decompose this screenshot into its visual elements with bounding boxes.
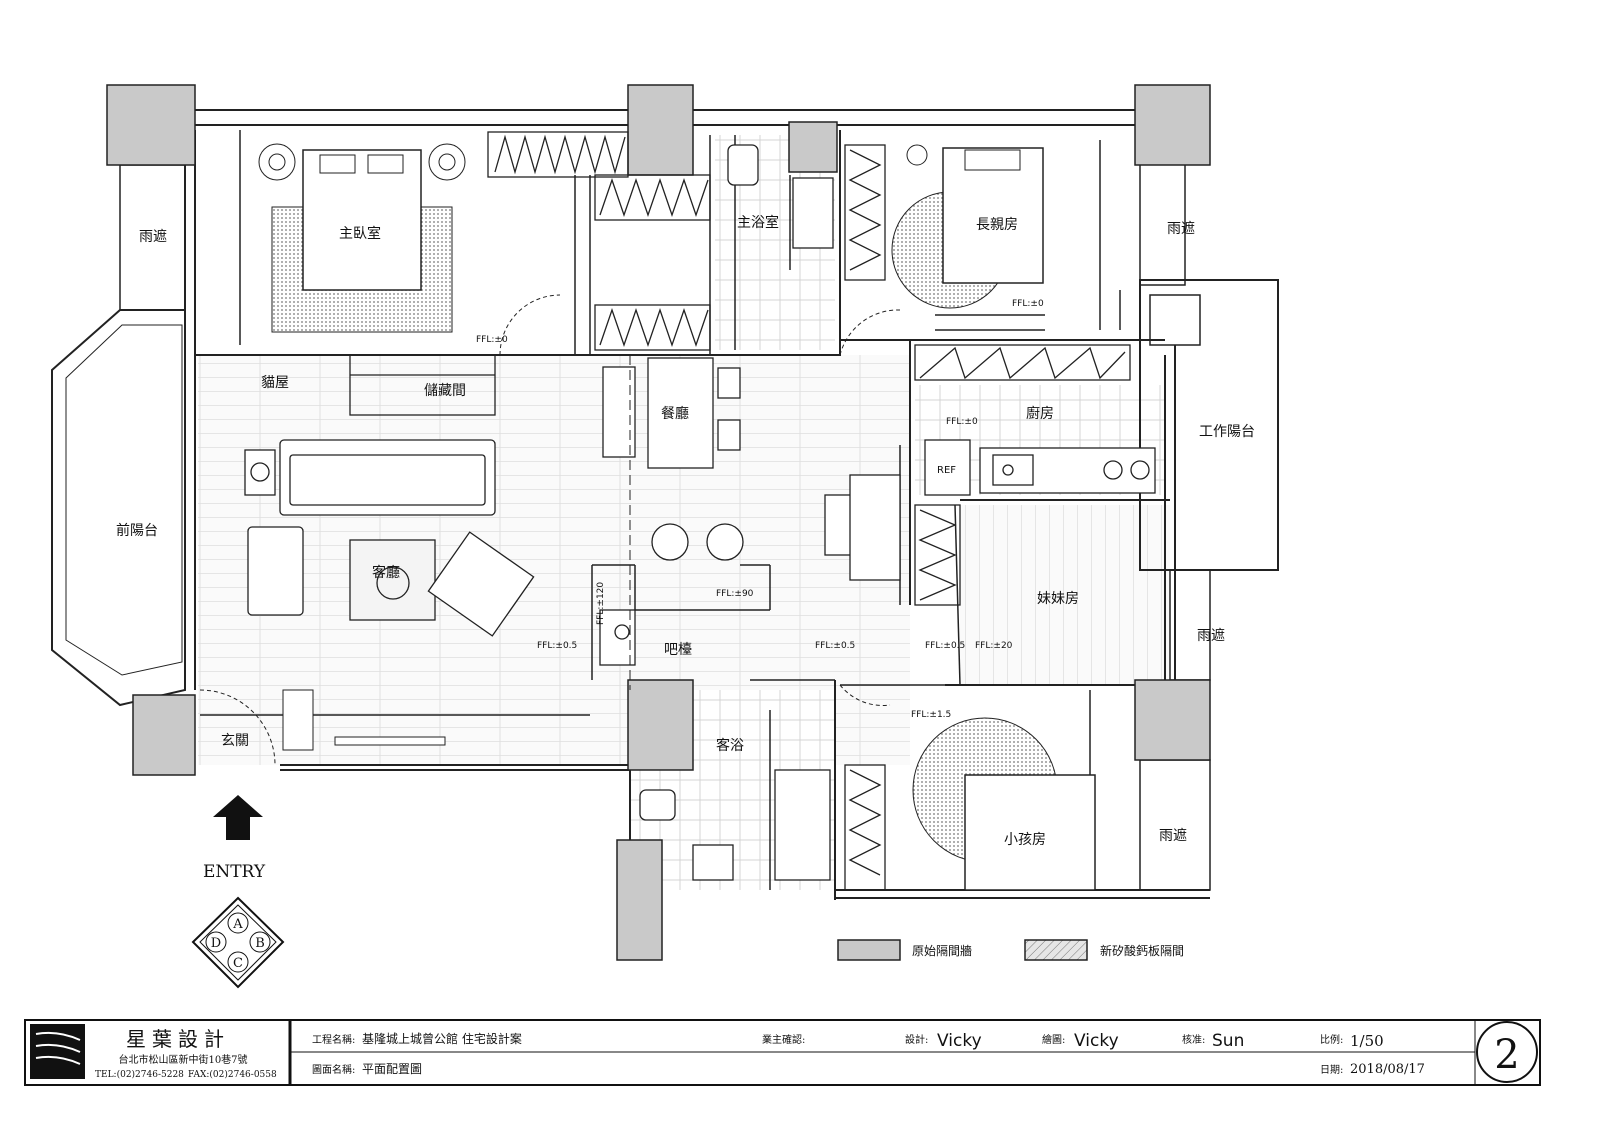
label-child-room: 小孩房 <box>1004 832 1046 848</box>
ffl-child: FFL:±1.5 <box>911 710 951 720</box>
legend-original-wall-swatch <box>837 939 901 961</box>
compass-icon <box>191 896 285 989</box>
rain-shelter-bottom-right <box>1139 759 1211 891</box>
sheet-number: 2 <box>1494 1032 1519 1078</box>
label-sister-room: 妹妹房 <box>1037 591 1079 607</box>
ffl-elder: FFL:±0 <box>1012 299 1044 309</box>
label-storage: 儲藏間 <box>424 383 466 399</box>
label-rain-shelter-2: 雨遮 <box>1167 221 1195 237</box>
company-fax: FAX:(02)2746-0558 <box>188 1069 277 1080</box>
label-master-bedroom: 主臥室 <box>339 225 381 242</box>
label-master-bath: 主浴室 <box>737 214 779 231</box>
ffl-bar-side: FFL:±120 <box>596 582 606 625</box>
label-living: 客廳 <box>372 564 400 581</box>
compass-c: C <box>233 956 243 971</box>
ffl-sister-door: FFL:±0.5 <box>925 641 965 651</box>
label-dining: 餐廳 <box>661 405 689 422</box>
structural-columns <box>106 84 1211 961</box>
label-rain-shelter-3: 雨遮 <box>1197 628 1225 644</box>
ffl-bar-top: FFL:±90 <box>716 589 754 599</box>
drafter-name: Vicky <box>1074 1031 1119 1051</box>
compass-b: B <box>255 936 265 951</box>
entry-label: ENTRY <box>203 862 266 882</box>
date-label: 日期: <box>1320 1064 1343 1076</box>
ffl-sister: FFL:±20 <box>975 641 1013 651</box>
front-balcony-inner <box>65 324 183 676</box>
ffl-living: FFL:±0.5 <box>537 641 577 651</box>
owner-label: 業主確認: <box>762 1033 805 1046</box>
sister-room-floor <box>960 505 1170 685</box>
legend-original-wall: 原始隔間牆 <box>912 943 972 958</box>
label-bar: 吧檯 <box>664 642 692 658</box>
project-label: 工程名稱: <box>312 1033 355 1046</box>
drafter-label: 繪圖: <box>1042 1033 1065 1046</box>
company-tel: TEL:(02)2746-5228 <box>95 1069 184 1080</box>
company-address: 台北市松山區新中街10巷7號 <box>118 1053 247 1066</box>
company-name: 星葉設計 <box>126 1027 230 1051</box>
label-work-balcony: 工作陽台 <box>1199 424 1255 440</box>
label-guest-bath: 客浴 <box>716 737 744 754</box>
label-elder-room: 長親房 <box>976 217 1018 233</box>
entry-arrow-icon <box>213 795 263 840</box>
designer-name: Vicky <box>937 1031 982 1051</box>
scale-label: 比例: <box>1320 1033 1343 1046</box>
living-furniture <box>244 439 535 637</box>
ffl-master: FFL:±0 <box>476 335 508 345</box>
kitchen-counter <box>924 439 1156 496</box>
date-value: 2018/08/17 <box>1350 1062 1425 1077</box>
front-balcony-outline <box>51 309 186 707</box>
compass-a: A <box>232 917 243 932</box>
fridge-label: REF <box>937 465 956 476</box>
designer-label: 設計: <box>905 1033 928 1046</box>
legend-new-partition: 新矽酸鈣板隔間 <box>1100 943 1184 958</box>
shoe-cabinet <box>282 689 314 751</box>
label-front-balcony: 前陽台 <box>116 522 158 539</box>
compass-d: D <box>211 936 221 951</box>
dining-set <box>602 357 901 581</box>
scale-value: 1/50 <box>1350 1032 1384 1050</box>
legend-new-partition-swatch <box>1024 939 1088 961</box>
label-rain-shelter-4: 雨遮 <box>1159 828 1187 844</box>
ffl-kitchen: FFL:±0 <box>946 417 978 427</box>
wardrobes <box>349 131 1131 891</box>
label-rain-shelter-1: 雨遮 <box>139 229 167 245</box>
master-bed <box>258 143 466 333</box>
child-bed <box>912 717 1096 891</box>
bath-fixtures <box>599 144 834 881</box>
project-name: 基隆城上城曾公館 住宅設計案 <box>362 1031 522 1046</box>
drawing-label: 圖面名稱: <box>312 1063 355 1076</box>
label-kitchen: 廚房 <box>1026 405 1054 422</box>
label-entrance: 玄關 <box>221 732 249 749</box>
ffl-hall: FFL:±0.5 <box>815 641 855 651</box>
elder-bed <box>891 144 1044 309</box>
checker-label: 核准: <box>1182 1033 1205 1046</box>
door-swings <box>199 294 901 766</box>
laundry-sink-icon <box>1149 294 1201 346</box>
partitions <box>200 130 1121 890</box>
entry-bench <box>334 736 446 746</box>
checker-name: Sun <box>1212 1031 1244 1051</box>
drawing-name: 平面配置圖 <box>362 1062 422 1076</box>
title-block <box>24 1019 1541 1086</box>
label-cat-house: 貓屋 <box>261 375 289 391</box>
company-logo-icon <box>30 1024 85 1079</box>
